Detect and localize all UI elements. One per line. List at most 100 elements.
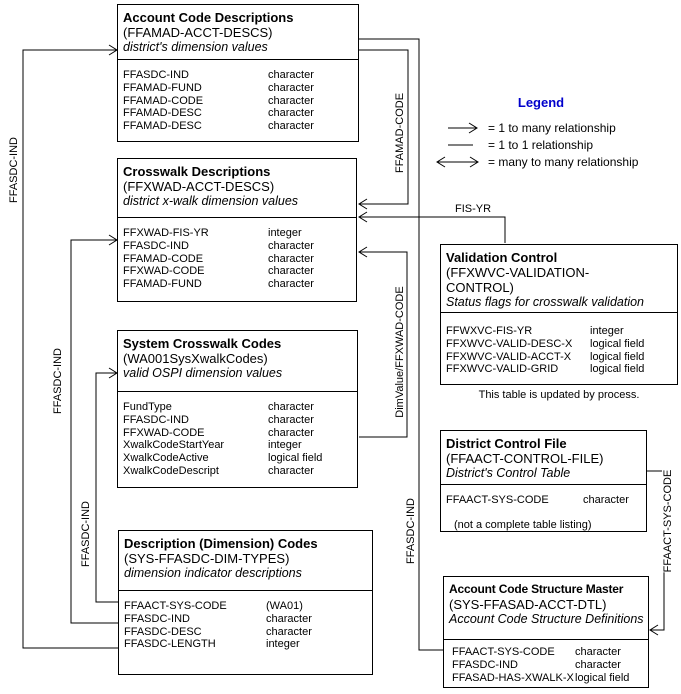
table-header: Account Code Structure Master (SYS-FFASA… xyxy=(444,577,648,640)
table-title: System Crosswalk Codes xyxy=(123,336,282,351)
field-name: FFXWVC-VALID-GRID xyxy=(446,363,559,376)
field-row: FFASDC-IND character xyxy=(124,613,368,626)
field-name: FFXWAD-CODE xyxy=(123,426,205,439)
connector-t2-t5-fis-yr xyxy=(359,216,506,243)
field-name: FFAMAD-DESC xyxy=(123,107,202,120)
field-name: XwalkCodeStartYear xyxy=(123,439,225,452)
field-row: FFAACT-SYS-CODE character xyxy=(452,646,644,659)
table-description: dimension indicator descriptions xyxy=(124,566,302,580)
table-header: System Crosswalk Codes (WA001SysXwalkCod… xyxy=(118,331,357,392)
field-name: FFAACT-SYS-CODE xyxy=(452,646,555,658)
table-fields: FFAACT-SYS-CODE (WA01) FFASDC-IND character… xyxy=(119,591,372,651)
field-name: FFASDC-IND xyxy=(452,658,518,671)
table-code: (FFAMAD-ACCT-DESCS) xyxy=(123,25,273,40)
legend-arrow xyxy=(468,122,478,134)
field-name: FFASDC-DESC xyxy=(124,625,202,638)
field-type: logical field xyxy=(575,671,630,684)
table-header: Description (Dimension) Codes (SYS-FFASD… xyxy=(119,531,372,591)
field-name: FFAMAD-FUND xyxy=(123,81,202,94)
edge-label-ffasdc-ind-mid: FFASDC-IND xyxy=(405,498,417,564)
table-code: (FFXWVC-VALIDATION-CONTROL) xyxy=(446,265,590,295)
connector-t4-t3-ffasdc-ind xyxy=(95,372,118,603)
field-type: character xyxy=(268,239,314,252)
field-type: (WA01) xyxy=(266,600,303,612)
table-code: (FFXWAD-ACCT-DESCS) xyxy=(123,179,275,194)
field-type: character xyxy=(575,658,621,671)
table-crosswalk-descriptions: Crosswalk Descriptions (FFXWAD-ACCT-DESC… xyxy=(117,158,357,302)
table-title: Account Code Descriptions xyxy=(123,10,294,25)
many-end-arrow xyxy=(358,246,368,258)
field-name: FFAACT-SYS-CODE xyxy=(124,600,227,612)
field-row: FundType character xyxy=(123,401,353,414)
field-type: character xyxy=(268,265,314,278)
field-type: character xyxy=(268,81,314,94)
table-note: (not a complete table listing) xyxy=(454,519,592,531)
table-code: (WA001SysXwalkCodes) xyxy=(123,351,268,366)
field-type: integer xyxy=(590,325,624,337)
edge-label-ffasdc-ind-left3: FFASDC-IND xyxy=(80,501,92,567)
field-type: character xyxy=(268,94,314,107)
field-name: FFASDC-LENGTH xyxy=(124,638,216,651)
legend-arrow xyxy=(436,156,446,168)
field-type: character xyxy=(268,426,314,439)
table-title: Description (Dimension) Codes xyxy=(124,536,318,551)
field-row: FFAMAD-DESC character xyxy=(123,107,354,120)
table-system-crosswalk-codes: System Crosswalk Codes (WA001SysXwalkCod… xyxy=(117,330,358,488)
legend-item-one-to-many: = 1 to many relationship xyxy=(488,121,616,135)
field-name: FFASDC-IND xyxy=(124,612,190,625)
field-row: FFAACT-SYS-CODE (WA01) xyxy=(124,600,368,613)
table-account-code-descriptions: Account Code Descriptions (FFAMAD-ACCT-D… xyxy=(117,4,359,142)
many-end-arrow xyxy=(358,211,368,223)
edge-label-ffaact-sys-code: FFAACT-SYS-CODE xyxy=(662,469,674,573)
table-title: Validation Control xyxy=(446,250,558,265)
table-header: Validation Control (FFXWVC-VALIDATION-CO… xyxy=(441,245,677,313)
field-row: FFXWAD-CODE character xyxy=(123,427,353,440)
field-type: integer xyxy=(268,227,302,239)
field-name: FundType xyxy=(123,401,172,413)
edge-label-fis-yr: FIS-YR xyxy=(455,203,492,215)
field-name: FFAMAD-DESC xyxy=(123,120,202,133)
table-description: district's dimension values xyxy=(123,40,268,54)
field-type: logical field xyxy=(590,337,645,350)
edge-label-ffasdc-ind-left: FFASDC-IND xyxy=(8,137,20,203)
connector-t1-t2-ffamad-code xyxy=(359,49,409,205)
field-row: FFASDC-LENGTH integer xyxy=(124,638,368,651)
field-type: character xyxy=(266,612,312,625)
legend-arrow xyxy=(469,156,479,168)
many-end-arrow xyxy=(358,198,368,210)
field-type: character xyxy=(575,646,621,658)
field-name: FFXWAD-FIS-YR xyxy=(123,227,209,239)
legend-item-many-to-many: = many to many relationship xyxy=(488,155,639,169)
table-header: Account Code Descriptions (FFAMAD-ACCT-D… xyxy=(118,5,358,60)
field-type: integer xyxy=(268,439,302,452)
edge-label-dimvalue-ffxwad-code: DimValue/FFXWAD-CODE xyxy=(394,286,406,418)
table-description: valid OSPI dimension values xyxy=(123,366,283,380)
field-name: FFAMAD-FUND xyxy=(123,278,202,291)
field-type: integer xyxy=(266,638,300,651)
table-validation-control: Validation Control (FFXWVC-VALIDATION-CO… xyxy=(440,244,678,385)
table-header: District Control File (FFAACT-CONTROL-FI… xyxy=(441,431,646,485)
field-type: character xyxy=(268,107,314,120)
field-type: character xyxy=(268,252,314,265)
field-type: character xyxy=(268,401,314,413)
field-name: FFASDC-IND xyxy=(123,69,189,81)
connector-t2-t3-dimvalue xyxy=(359,251,408,438)
field-type: character xyxy=(268,120,314,133)
field-row: FFXWAD-CODE character xyxy=(123,265,352,278)
field-name: FFXWAD-CODE xyxy=(123,265,205,278)
